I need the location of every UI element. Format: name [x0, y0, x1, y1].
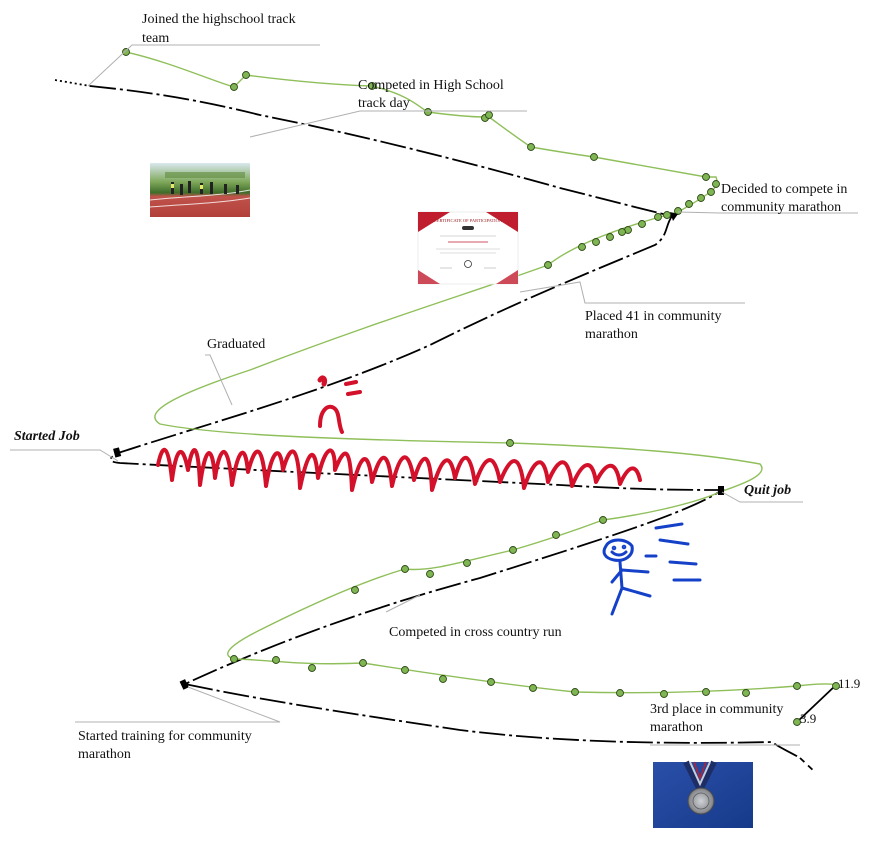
- data-point: [592, 238, 600, 246]
- data-point: [606, 233, 614, 241]
- data-point: [654, 213, 662, 221]
- certificate-title: CERTIFICATE OF PARTICIPATION: [434, 218, 503, 223]
- data-point: [712, 180, 720, 188]
- end-value-low: 3.9: [800, 711, 816, 726]
- data-point: [506, 439, 514, 447]
- data-point: [793, 718, 801, 726]
- data-point: [663, 211, 671, 219]
- data-point: [401, 565, 409, 573]
- data-point: [527, 143, 535, 151]
- data-point: [230, 83, 238, 91]
- data-point: [660, 690, 668, 698]
- data-point: [485, 111, 493, 119]
- data-point: [272, 656, 280, 664]
- annotation-third-place: 3rd place in community marathon: [650, 702, 787, 735]
- data-point: [599, 516, 607, 524]
- data-point: [685, 200, 693, 208]
- data-point: [544, 261, 552, 269]
- data-point: [463, 559, 471, 567]
- started-job-marker: [113, 447, 122, 458]
- annotation-started-job: Started Job: [14, 429, 80, 444]
- green-dots: [122, 48, 840, 726]
- data-point: [697, 194, 705, 202]
- data-point: [618, 228, 626, 236]
- annotation-quit-job: Quit job: [744, 483, 791, 498]
- data-point: [590, 153, 598, 161]
- annotation-competed-track-day: Competed in High School track day: [358, 78, 507, 111]
- annotation-cross-country: Competed in cross country run: [389, 625, 562, 640]
- event-markers: [113, 212, 724, 690]
- data-point: [702, 688, 710, 696]
- data-point: [529, 684, 537, 692]
- data-point: [742, 689, 750, 697]
- annotation-decided-marathon: Decided to compete in community marathon: [721, 182, 851, 215]
- red-scribble: [156, 375, 642, 492]
- data-point: [487, 678, 495, 686]
- data-point: [351, 586, 359, 594]
- certificate-image: CERTIFICATE OF PARTICIPATION: [417, 211, 519, 285]
- data-point: [616, 689, 624, 697]
- green-timeline: [125, 51, 837, 694]
- data-point: [242, 71, 250, 79]
- data-point: [368, 82, 376, 90]
- data-point: [571, 688, 579, 696]
- annotation-started-training: Started training for community marathon: [78, 729, 255, 762]
- data-point: [674, 207, 682, 215]
- annotations: Joined the highschool track team Compete…: [14, 12, 860, 762]
- data-point: [439, 675, 447, 683]
- data-point: [426, 570, 434, 578]
- annotation-graduated: Graduated: [207, 337, 265, 352]
- blue-stick-figure: [602, 522, 702, 616]
- data-point: [793, 682, 801, 690]
- data-point: [230, 655, 238, 663]
- annotation-placed-41: Placed 41 in community marathon: [585, 309, 725, 342]
- data-point: [122, 48, 130, 56]
- annotation-joined-team: Joined the highschool track team: [142, 12, 299, 46]
- running-track-photo: [149, 163, 251, 217]
- medal-photo: [653, 760, 753, 828]
- data-point: [832, 682, 840, 690]
- data-point: [702, 173, 710, 181]
- data-point: [707, 188, 715, 196]
- data-point: [578, 243, 586, 251]
- decided-marker: [670, 212, 678, 221]
- end-value-high: 11.9: [838, 676, 860, 691]
- data-point: [509, 546, 517, 554]
- data-point: [424, 108, 432, 116]
- quit-job-marker: [718, 486, 724, 495]
- data-point: [359, 659, 367, 667]
- training-marker: [179, 679, 189, 690]
- callout-lines: [10, 44, 858, 746]
- data-point: [308, 664, 316, 672]
- data-point: [401, 666, 409, 674]
- data-point: [638, 220, 646, 228]
- data-point: [552, 531, 560, 539]
